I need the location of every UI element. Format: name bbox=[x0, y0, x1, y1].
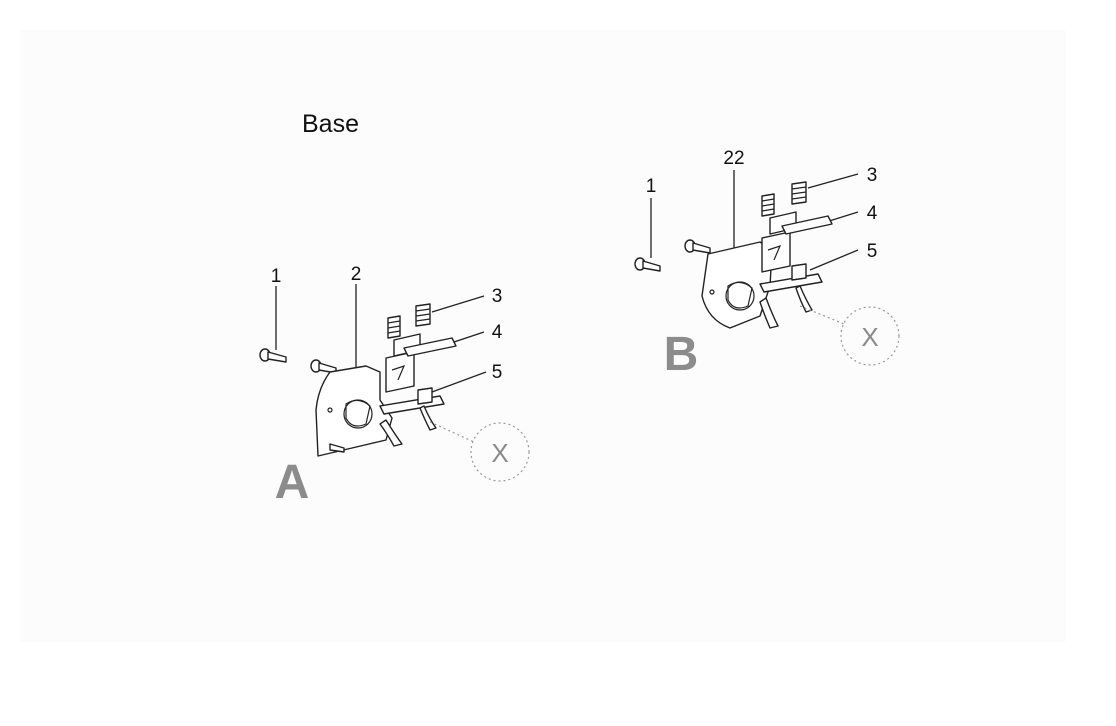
lever-b-5 bbox=[759, 263, 823, 329]
callout-a-4: 4 bbox=[492, 322, 503, 343]
view-a: X 1 2 3 4 5 A bbox=[259, 264, 530, 509]
leader-a-5 bbox=[431, 371, 487, 393]
screw-b-2 bbox=[684, 239, 711, 254]
view-letter-b: B bbox=[664, 328, 699, 381]
plate-dot-b bbox=[709, 289, 715, 295]
leader-a-3 bbox=[431, 295, 485, 313]
callout-a-1: 1 bbox=[271, 266, 282, 287]
callout-b-5: 5 bbox=[867, 241, 878, 262]
leader-b-5 bbox=[809, 249, 859, 271]
lever-a-5 bbox=[379, 387, 445, 447]
screw-a-1 bbox=[259, 348, 287, 363]
screw-a-2 bbox=[310, 359, 337, 374]
bracket-a-4 bbox=[385, 333, 457, 393]
plate-ring-a bbox=[345, 399, 371, 427]
callout-b-1: 1 bbox=[646, 176, 657, 197]
detail-marker-b: X bbox=[861, 322, 878, 352]
spring-b-3 bbox=[761, 181, 807, 217]
bracket-b-4 bbox=[761, 211, 833, 273]
screw-b-1 bbox=[634, 257, 661, 272]
detail-circle-a bbox=[470, 422, 530, 482]
callout-b-22: 22 bbox=[723, 148, 744, 169]
view-b: X 1 22 3 4 5 B bbox=[634, 148, 900, 381]
callout-b-3: 3 bbox=[867, 165, 878, 186]
callout-a-5: 5 bbox=[492, 362, 503, 383]
detail-leader-a bbox=[429, 421, 475, 443]
detail-circle-b bbox=[840, 306, 900, 366]
base-plate-a bbox=[315, 365, 393, 457]
view-letter-a: A bbox=[275, 456, 310, 509]
base-plate-b bbox=[701, 241, 773, 329]
leader-b-4 bbox=[825, 211, 859, 223]
background-panel bbox=[20, 30, 1066, 642]
spring-a-3 bbox=[387, 303, 431, 339]
detail-marker-a: X bbox=[491, 438, 508, 468]
plate-dot-a bbox=[327, 407, 333, 413]
plate-pin-a bbox=[329, 443, 345, 453]
diagram-title: Base bbox=[302, 110, 359, 138]
leader-b-3 bbox=[807, 173, 859, 189]
callout-b-4: 4 bbox=[867, 203, 878, 224]
plate-ring-b bbox=[727, 281, 753, 309]
callout-a-2: 2 bbox=[351, 264, 362, 285]
callout-a-3: 3 bbox=[492, 286, 503, 307]
